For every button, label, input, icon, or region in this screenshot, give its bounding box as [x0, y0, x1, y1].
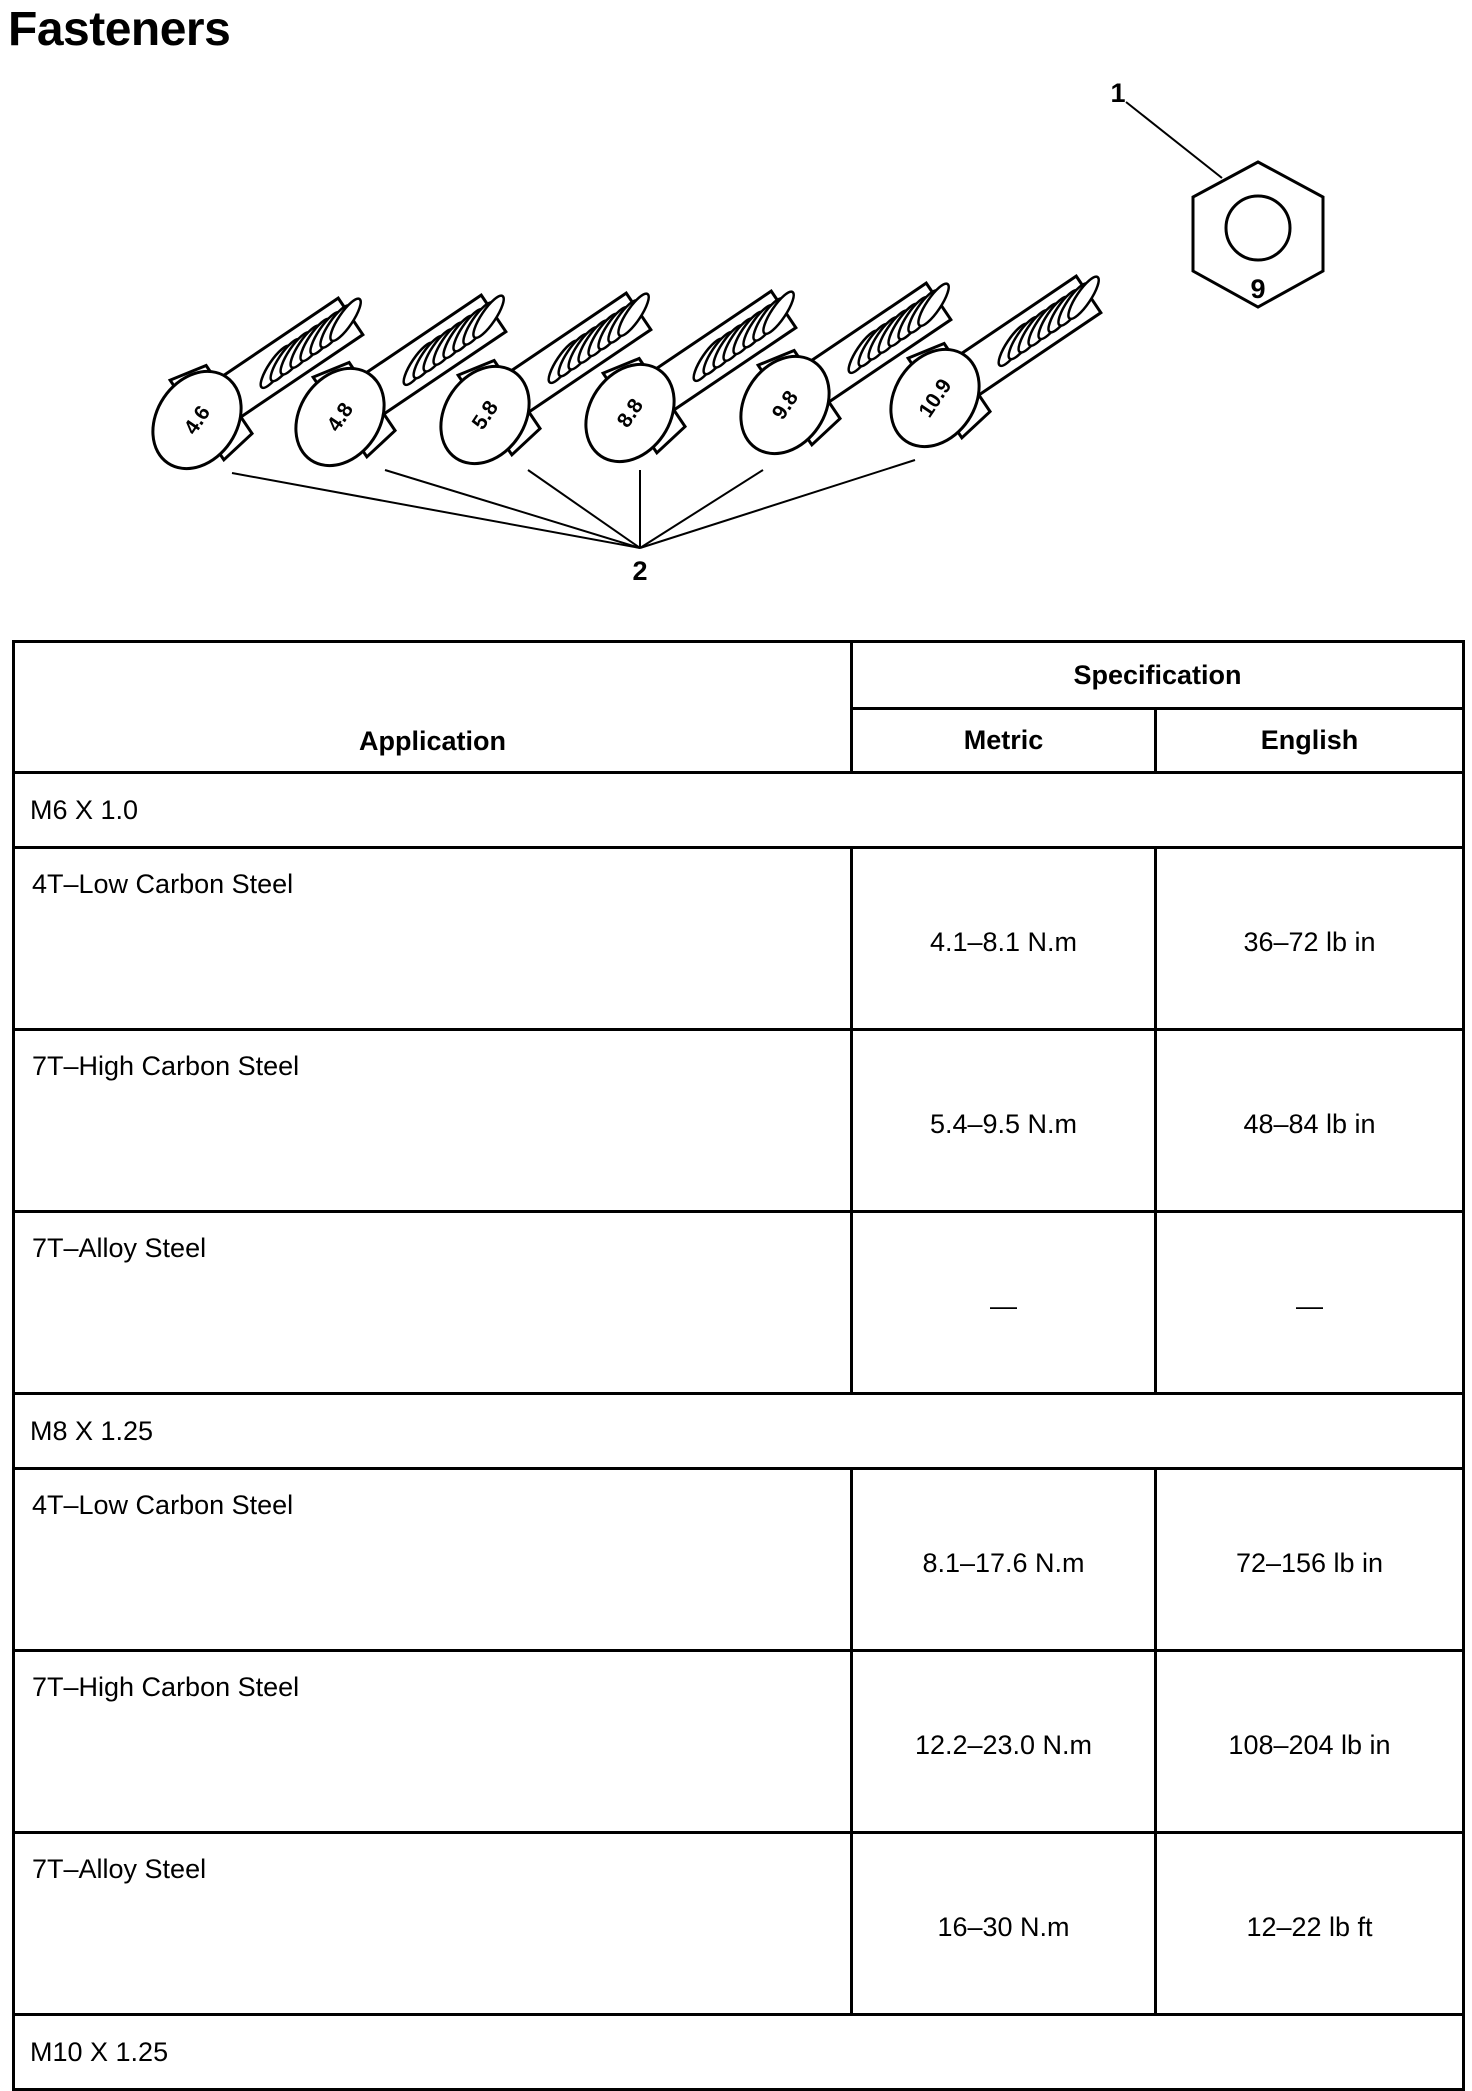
metric-cell: 8.1–17.6 N.m: [850, 1467, 1157, 1652]
header-application: Application: [12, 640, 853, 774]
nut-grade-label: 9: [1250, 274, 1265, 304]
english-cell: 72–156 lb in: [1153, 1467, 1466, 1652]
english-cell: 12–22 lb ft: [1153, 1831, 1466, 2016]
size-row: M8 X 1.25: [11, 1392, 1466, 1470]
torque-spec-table: Application Specification Metric English…: [11, 640, 1466, 2091]
application-cell: 7T–Alloy Steel: [12, 1210, 853, 1395]
header-specification: Specification: [849, 640, 1466, 710]
bolt: 4.8: [294, 293, 508, 468]
page-title: Fasteners: [8, 3, 231, 56]
metric-cell: 16–30 N.m: [850, 1831, 1157, 2016]
header-metric: Metric: [850, 707, 1157, 774]
english-cell: —: [1153, 1210, 1466, 1395]
application-cell: 4T–Low Carbon Steel: [12, 846, 853, 1031]
bolt: 8.8: [584, 289, 798, 464]
hex-nut: 9: [1191, 160, 1325, 309]
application-cell: 7T–High Carbon Steel: [12, 1649, 853, 1834]
application-cell: 7T–High Carbon Steel: [12, 1028, 853, 1213]
english-cell: 108–204 lb in: [1153, 1649, 1466, 1834]
size-row: M10 X 1.25: [11, 2013, 1466, 2091]
bolt-callout-number: 2: [632, 556, 647, 586]
header-english: English: [1153, 707, 1466, 774]
english-cell: 36–72 lb in: [1153, 846, 1466, 1031]
bolt: 4.6: [151, 296, 365, 471]
bolt: 9.8: [739, 281, 953, 456]
metric-cell: —: [850, 1210, 1157, 1395]
bolt: 10.9: [889, 274, 1103, 449]
bolt-leader-lines: [231, 459, 916, 549]
application-cell: 7T–Alloy Steel: [12, 1831, 853, 2016]
nut-callout-number: 1: [1110, 78, 1125, 108]
size-row: M6 X 1.0: [11, 771, 1466, 849]
english-cell: 48–84 lb in: [1153, 1028, 1466, 1213]
metric-cell: 12.2–23.0 N.m: [850, 1649, 1157, 1834]
metric-cell: 5.4–9.5 N.m: [850, 1028, 1157, 1213]
application-cell: 4T–Low Carbon Steel: [12, 1467, 853, 1652]
metric-cell: 4.1–8.1 N.m: [850, 846, 1157, 1031]
bolt: 5.8: [439, 291, 653, 466]
